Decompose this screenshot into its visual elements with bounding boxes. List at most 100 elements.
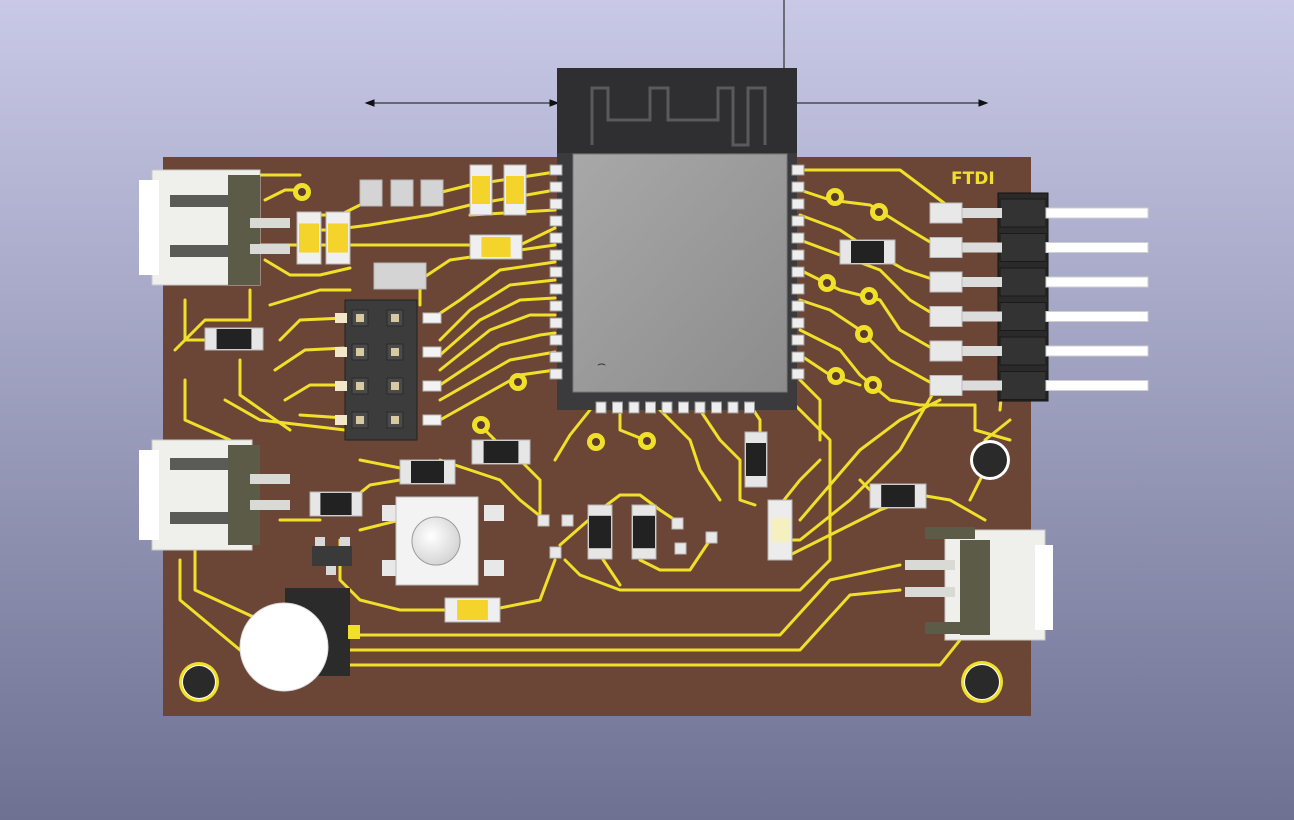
header-pad — [929, 202, 963, 224]
reset-push-button[interactable] — [382, 496, 504, 586]
header-pin-housing — [999, 336, 1047, 366]
dimension-lines — [364, 0, 989, 107]
via-hole — [477, 421, 485, 429]
via-hole — [832, 372, 840, 380]
smd-components — [204, 164, 927, 623]
header-pin-bend — [960, 208, 1002, 218]
capacitor — [444, 597, 501, 623]
header-pin-housing — [999, 233, 1047, 262]
module-pad — [628, 401, 640, 414]
programming-header-2x4[interactable] — [335, 299, 442, 441]
header-pin — [1045, 242, 1149, 253]
module-pad — [791, 232, 805, 244]
module-pad — [549, 283, 563, 295]
header-pin — [356, 348, 364, 356]
header-pin-housing — [999, 371, 1047, 400]
capacitor — [503, 164, 527, 216]
resistor — [744, 431, 768, 488]
via-hole — [514, 378, 522, 386]
header-pin-bend — [960, 346, 1002, 356]
module-pad — [694, 401, 706, 414]
header-pad — [335, 347, 347, 357]
module-pad — [549, 198, 563, 210]
shield-marking: ⌢ — [597, 356, 606, 372]
header-pin — [391, 382, 399, 390]
header-pin-housing — [999, 302, 1047, 331]
module-pad — [549, 368, 563, 380]
header-pin-housing — [999, 198, 1047, 228]
module-pad — [791, 198, 805, 210]
smd-pad — [705, 531, 718, 544]
jst-connector-mid-left[interactable] — [139, 439, 290, 551]
module-pad — [711, 401, 722, 414]
module-pad — [549, 232, 563, 244]
header-pad — [335, 381, 347, 391]
via-hole — [869, 381, 877, 389]
header-pad — [422, 312, 442, 324]
module-pad — [549, 300, 563, 312]
header-pad — [929, 306, 963, 327]
resistor — [204, 327, 264, 351]
module-pad — [549, 249, 563, 261]
header-pin-bend — [960, 380, 1002, 391]
header-pad — [929, 340, 963, 362]
header-pin — [356, 382, 364, 390]
header-pad — [422, 414, 442, 426]
resistor — [631, 504, 657, 560]
header-pad — [929, 237, 963, 258]
unpopulated-pads — [359, 179, 444, 290]
resistor — [471, 439, 531, 465]
module-pad — [791, 164, 805, 176]
resistor — [869, 483, 927, 509]
header-pin — [1045, 207, 1149, 219]
module-pad — [595, 401, 607, 414]
buzzer[interactable] — [239, 588, 360, 692]
capacitor — [296, 211, 322, 265]
resistor — [839, 239, 896, 265]
module-pad — [744, 401, 755, 414]
smd-pad — [537, 514, 550, 527]
module-pad — [549, 266, 563, 278]
module-pad — [791, 283, 805, 295]
module-pad — [549, 317, 563, 329]
jst-connector-right[interactable] — [905, 527, 1053, 641]
header-pin-bend — [960, 242, 1002, 253]
header-pin — [391, 348, 399, 356]
header-pad — [929, 375, 963, 396]
smd-pad — [549, 546, 562, 559]
resistor — [587, 504, 613, 560]
via-hole — [831, 193, 839, 201]
regulator-sot23[interactable] — [312, 537, 352, 575]
header-pad — [422, 346, 442, 358]
header-pin — [1045, 345, 1149, 357]
module-pad — [549, 351, 563, 363]
header-pad — [335, 415, 347, 425]
header-pin — [391, 314, 399, 322]
ftdi-pin-header[interactable]: FTDI — [929, 169, 1149, 402]
module-pad — [645, 401, 656, 414]
smd-pad — [674, 542, 687, 555]
module-pad — [661, 401, 673, 414]
header-pin-housing — [999, 267, 1047, 297]
capacitor — [325, 211, 351, 265]
module-pad — [549, 164, 563, 176]
module-pad — [549, 215, 563, 227]
header-pin — [356, 416, 364, 424]
via-hole — [643, 437, 651, 445]
module-pad — [612, 401, 623, 414]
header-pin — [356, 314, 364, 322]
antenna-trace — [590, 86, 767, 147]
led — [767, 499, 793, 561]
capacitor — [469, 164, 493, 216]
module-pad — [791, 351, 805, 363]
jst-connector-top-left[interactable] — [139, 169, 290, 286]
capacitor — [469, 234, 523, 260]
module-pad — [549, 181, 563, 193]
header-pad — [335, 313, 347, 323]
header-pin — [391, 416, 399, 424]
smd-pad — [671, 517, 684, 530]
esp32-module[interactable]: ⌢ — [549, 68, 805, 414]
via-hole — [865, 292, 873, 300]
module-pad — [791, 368, 805, 380]
